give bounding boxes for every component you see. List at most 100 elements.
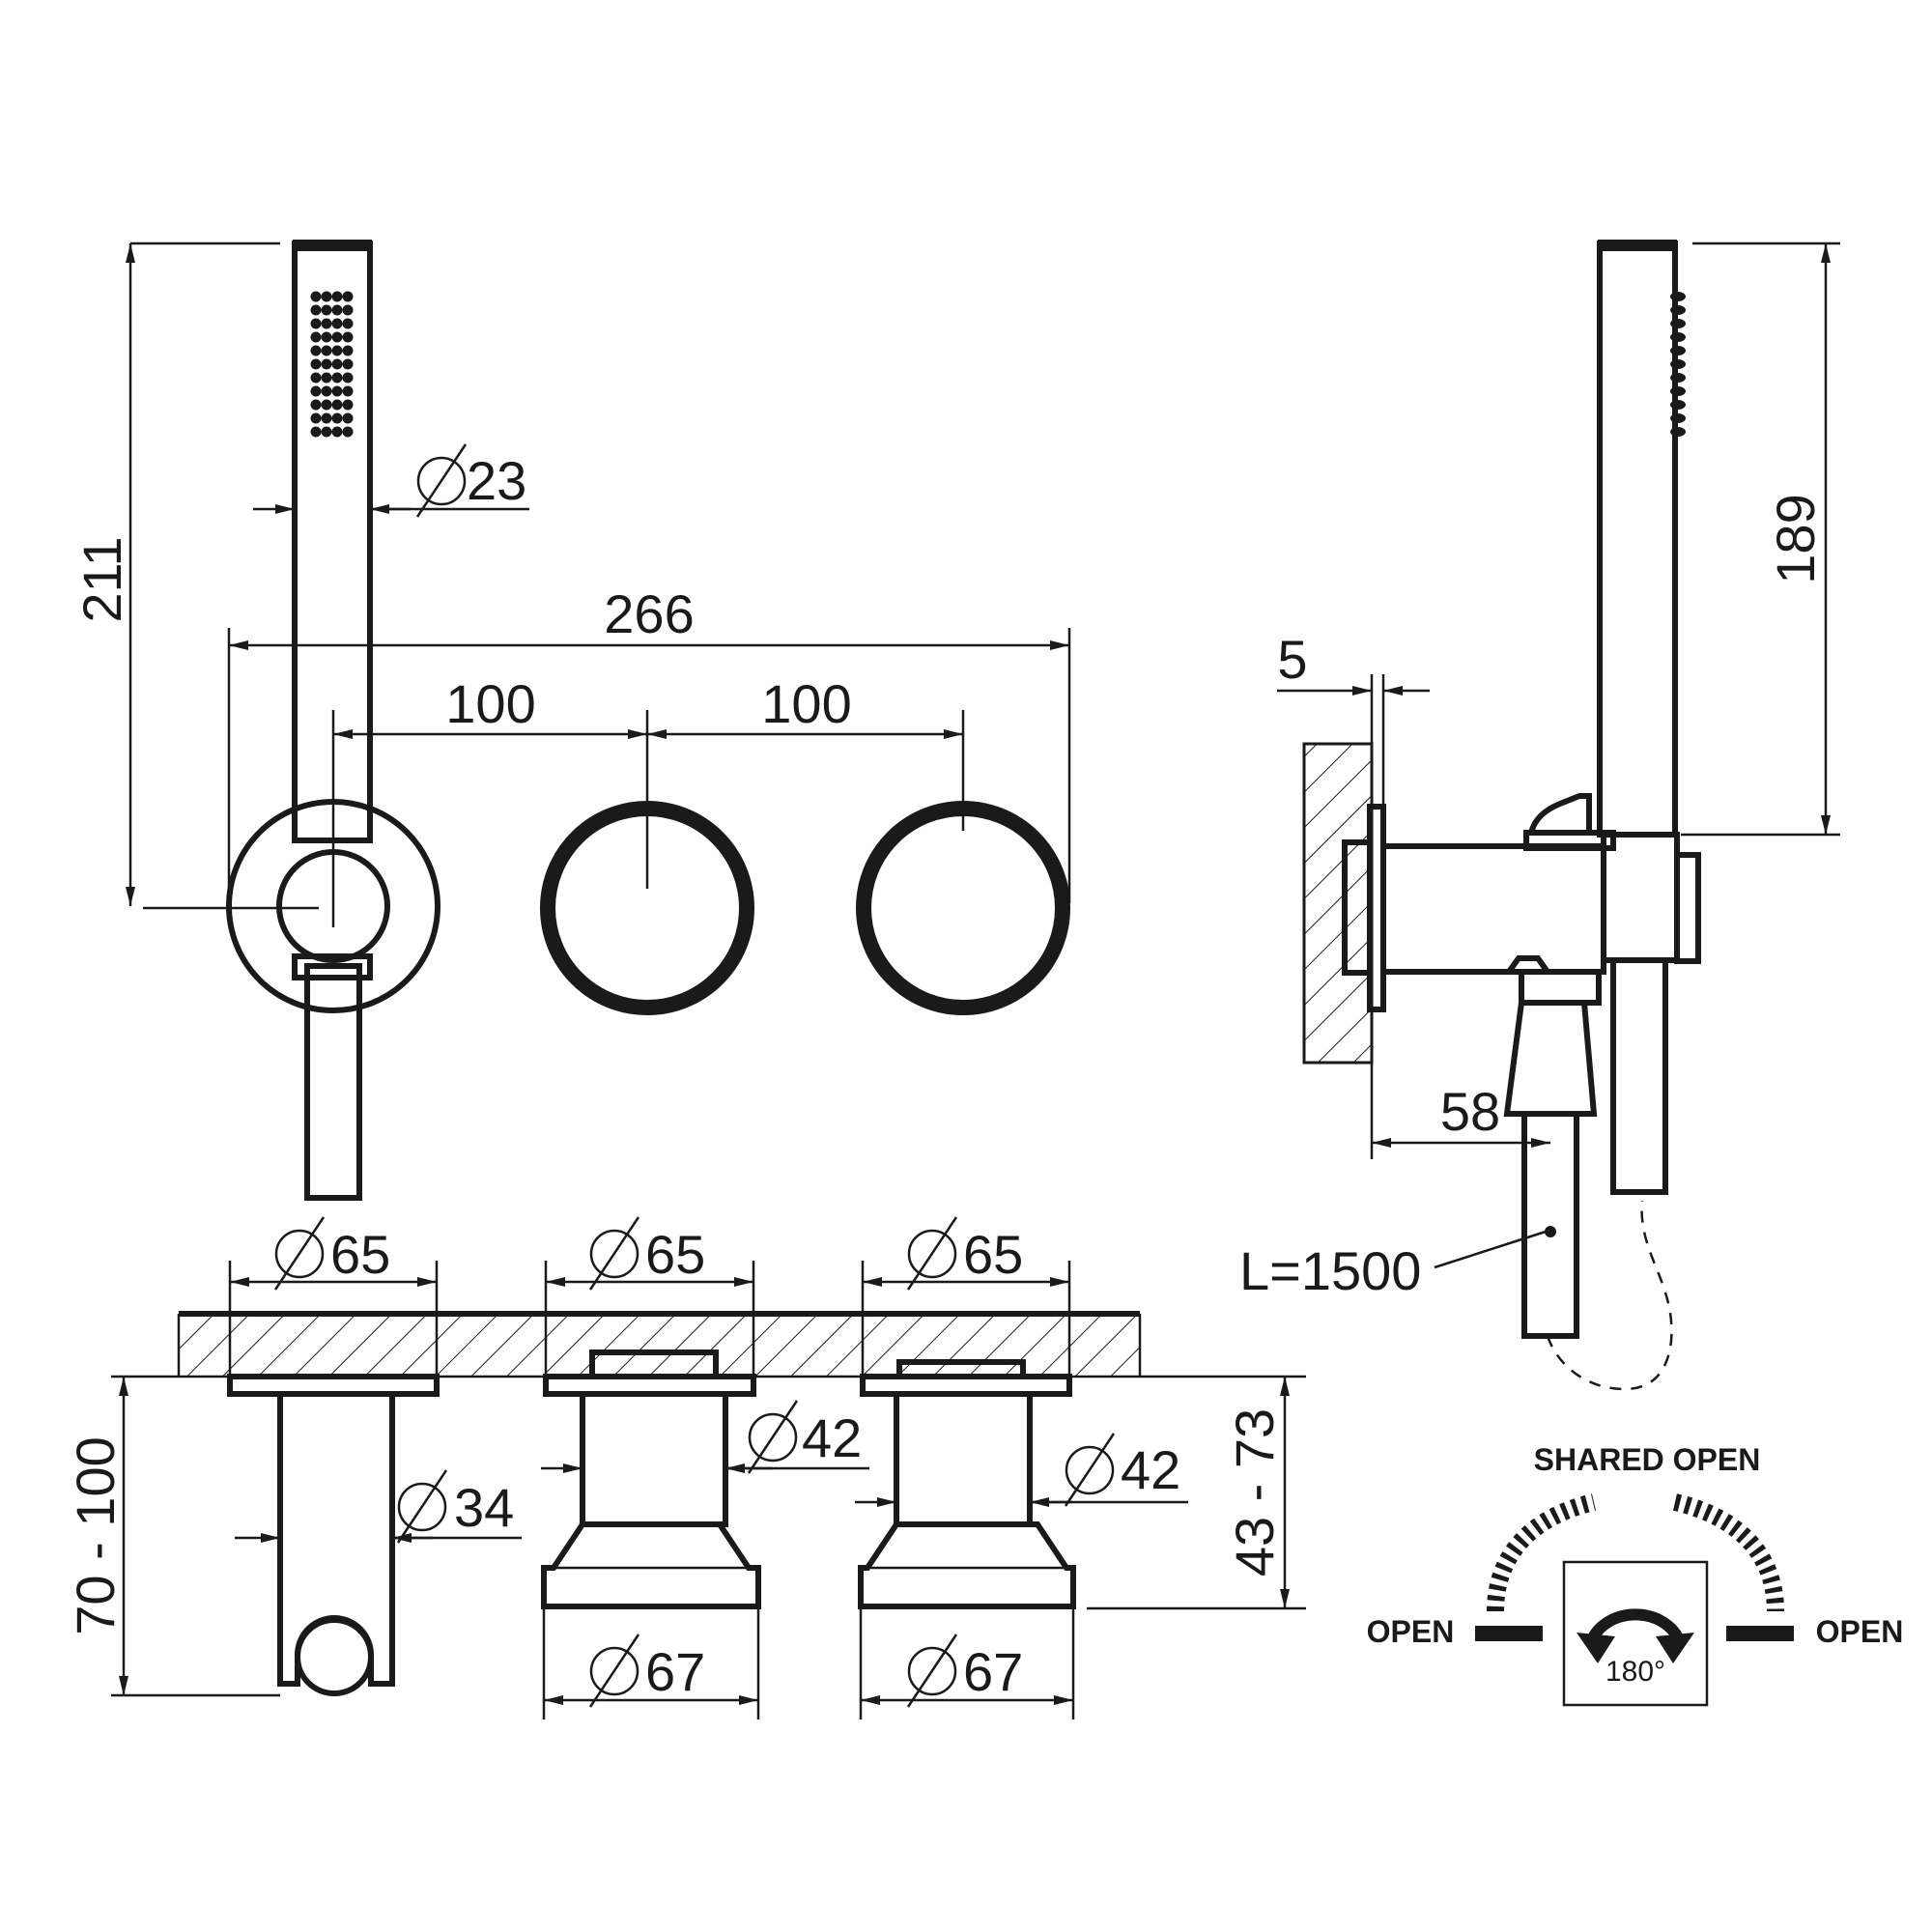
nozzle-dot <box>342 318 354 329</box>
dim-knob-diameter-2: 67 <box>963 1641 1023 1702</box>
dim-plate-diameter-1: 65 <box>330 1224 390 1285</box>
plan-knob-middle <box>541 1521 761 1609</box>
side-nozzle-dot <box>1670 332 1686 342</box>
nozzle-dot <box>331 372 343 384</box>
plan-view: 65 65 65 42 42 34 67 <box>65 1216 1306 1719</box>
rotation-arrow-icon <box>1585 1608 1686 1645</box>
dim-spacing-right: 100 <box>761 673 851 734</box>
nozzle-dot <box>331 399 343 411</box>
nozzle-dot <box>321 358 332 370</box>
handshower-tip <box>293 240 372 251</box>
dim-body-diameter-2: 42 <box>1121 1439 1180 1500</box>
diameter-icon <box>1064 1433 1116 1507</box>
diameter-icon <box>396 1469 448 1544</box>
nozzle-dot <box>321 412 332 424</box>
nozzle-dot <box>321 372 332 384</box>
diameter-icon <box>906 1634 958 1708</box>
side-top-lip <box>1523 830 1616 851</box>
plan-plate-left <box>227 1374 440 1397</box>
nozzle-dot <box>310 345 322 356</box>
nozzle-dot <box>310 304 322 316</box>
diameter-icon <box>273 1216 326 1291</box>
nozzle-dot <box>342 399 354 411</box>
side-nozzle-dot <box>1670 359 1686 369</box>
rotation-box <box>1562 1560 1709 1707</box>
plan-wall-section <box>179 1314 1140 1377</box>
dim-handshower-diameter: 23 <box>467 450 526 511</box>
legend-angle: 180° <box>1605 1656 1665 1688</box>
dim-plate-diameter-3: 65 <box>963 1224 1023 1285</box>
nozzle-dot <box>321 345 332 356</box>
wall-section <box>1302 742 1374 1065</box>
nozzle-dot <box>331 318 343 329</box>
hose-dashed <box>1546 1200 1673 1391</box>
diameter-icon <box>588 1634 640 1708</box>
arc-left <box>1487 1493 1597 1612</box>
nozzle-dot <box>342 385 354 397</box>
nozzle-dot <box>331 412 343 424</box>
dim-install-depth-right: 43 - 73 <box>1224 1408 1285 1577</box>
dim-holder-diameter: 34 <box>454 1477 514 1538</box>
side-escutcheon <box>1342 839 1373 976</box>
diameter-icon <box>415 443 468 518</box>
nozzle-dot <box>321 291 332 302</box>
dim-hose-length: L=1500 <box>1239 1240 1421 1301</box>
side-hose-outlet <box>1506 955 1550 974</box>
nozzle-dot <box>342 412 354 424</box>
side-nozzle-dot <box>1670 427 1686 437</box>
nozzle-dot <box>342 331 354 343</box>
nozzle-dot <box>310 385 322 397</box>
dim-plate-diameter-2: 65 <box>645 1224 705 1285</box>
nozzle-dot <box>321 304 332 316</box>
nozzle-dot <box>310 412 322 424</box>
arc-right <box>1672 1493 1784 1612</box>
plan-body-right <box>894 1391 1033 1527</box>
side-nozzle-dot <box>1670 292 1686 301</box>
nozzle-dot <box>331 291 343 302</box>
side-nozzle-icon <box>1670 292 1686 437</box>
nozzle-dot <box>331 358 343 370</box>
dim-spacing-left: 100 <box>445 673 535 734</box>
nozzle-dot <box>342 372 354 384</box>
nozzle-dot <box>331 304 343 316</box>
nozzle-dot <box>342 291 354 302</box>
nozzle-dot <box>321 331 332 343</box>
legend-open-right: OPEN <box>1816 1614 1904 1649</box>
nozzle-dot <box>342 304 354 316</box>
side-nozzle-dot <box>1670 305 1686 315</box>
nozzle-dot <box>342 426 354 438</box>
side-lower-stem <box>1610 957 1668 1195</box>
hose-connector <box>304 963 362 1201</box>
side-body <box>1380 843 1606 975</box>
plan-holder-left <box>277 1394 395 1687</box>
legend-open-left: OPEN <box>1367 1614 1455 1649</box>
nozzle-dot <box>310 318 322 329</box>
side-nozzle-dot <box>1670 319 1686 328</box>
dim-wall-plate-thickness: 5 <box>1277 629 1307 690</box>
nozzle-dot <box>331 426 343 438</box>
rotation-legend: SHARED OPEN OPEN OPEN 180° <box>1367 1442 1904 1707</box>
diameter-icon <box>906 1216 958 1291</box>
side-view: 5 189 58 L=1500 <box>1239 240 1840 1391</box>
diameter-icon <box>588 1216 640 1291</box>
nozzle-dot <box>310 358 322 370</box>
nozzle-dot <box>310 291 322 302</box>
plan-knob-right <box>858 1521 1076 1609</box>
side-nozzle-dot <box>1670 413 1686 423</box>
dim-body-diameter-1: 42 <box>802 1407 862 1468</box>
diameter-icon <box>747 1400 799 1474</box>
nozzle-dot <box>310 399 322 411</box>
nozzle-dot <box>321 385 332 397</box>
nozzle-dot <box>310 331 322 343</box>
dim-overall-width: 266 <box>604 583 694 644</box>
nozzle-dot <box>321 426 332 438</box>
dim-knob-diameter-1: 67 <box>645 1641 705 1702</box>
nozzle-dot <box>310 372 322 384</box>
dim-install-depth-left: 70 - 100 <box>65 1436 126 1635</box>
open-bar-right <box>1726 1626 1794 1641</box>
nozzle-dot <box>342 358 354 370</box>
connector-collar <box>292 953 373 980</box>
nozzle-dot <box>321 399 332 411</box>
plan-body-middle <box>580 1391 728 1527</box>
